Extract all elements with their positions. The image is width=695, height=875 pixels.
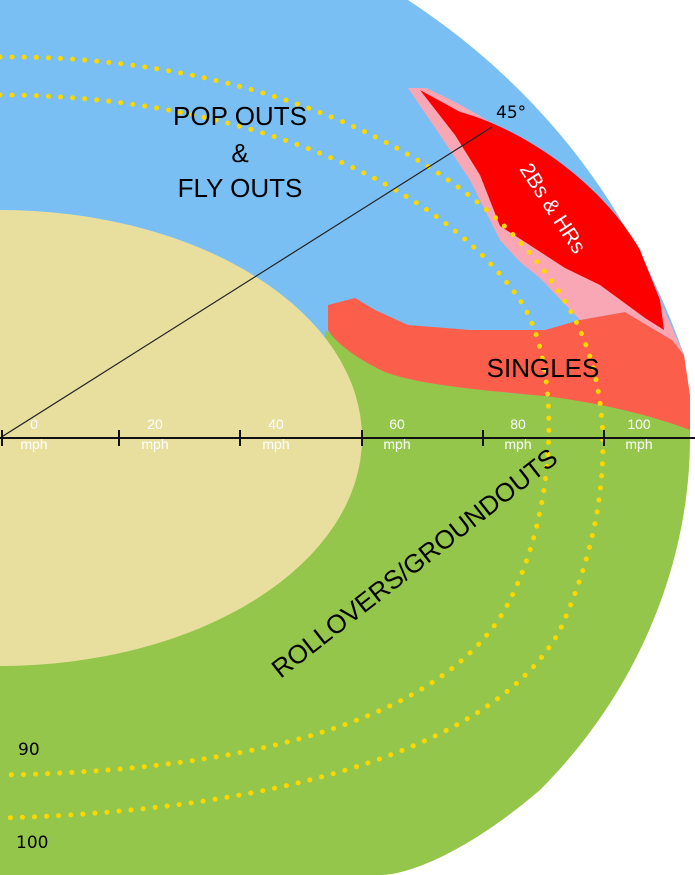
tick-value-100: 100 — [627, 416, 651, 432]
tick-value-60: 60 — [389, 416, 405, 432]
tick-value-20: 20 — [147, 416, 163, 432]
ring-100 — [0, 54, 606, 821]
tick-unit-60: mph — [383, 436, 410, 452]
popouts-label-line1: POP OUTS — [173, 101, 307, 131]
ring-label-90: 90 — [18, 740, 40, 760]
speed-rings — [0, 54, 606, 821]
speed-tick-labels: 0 mph 20 mph 40 mph 60 mph 80 mph 100 mp… — [20, 416, 652, 452]
tick-unit-40: mph — [262, 436, 289, 452]
popouts-label-line2: & — [231, 138, 248, 168]
groundouts-upper-region — [325, 330, 690, 438]
angle-45-label: 45° — [496, 103, 526, 123]
tick-unit-100: mph — [625, 436, 652, 452]
ring-90 — [0, 92, 552, 778]
singles-region — [328, 298, 690, 430]
popouts-label-line3: FLY OUTS — [178, 173, 303, 203]
singles-label: SINGLES — [487, 353, 600, 383]
hits-region — [420, 90, 664, 330]
tick-value-40: 40 — [268, 416, 284, 432]
ring-label-100: 100 — [16, 833, 48, 853]
angle-45-line — [0, 126, 493, 439]
tick-unit-20: mph — [141, 436, 168, 452]
tick-value-0: 0 — [30, 416, 38, 432]
tick-unit-0: mph — [20, 436, 47, 452]
speed-axis — [0, 430, 695, 446]
tick-unit-80: mph — [504, 436, 531, 452]
tick-value-80: 80 — [510, 416, 526, 432]
